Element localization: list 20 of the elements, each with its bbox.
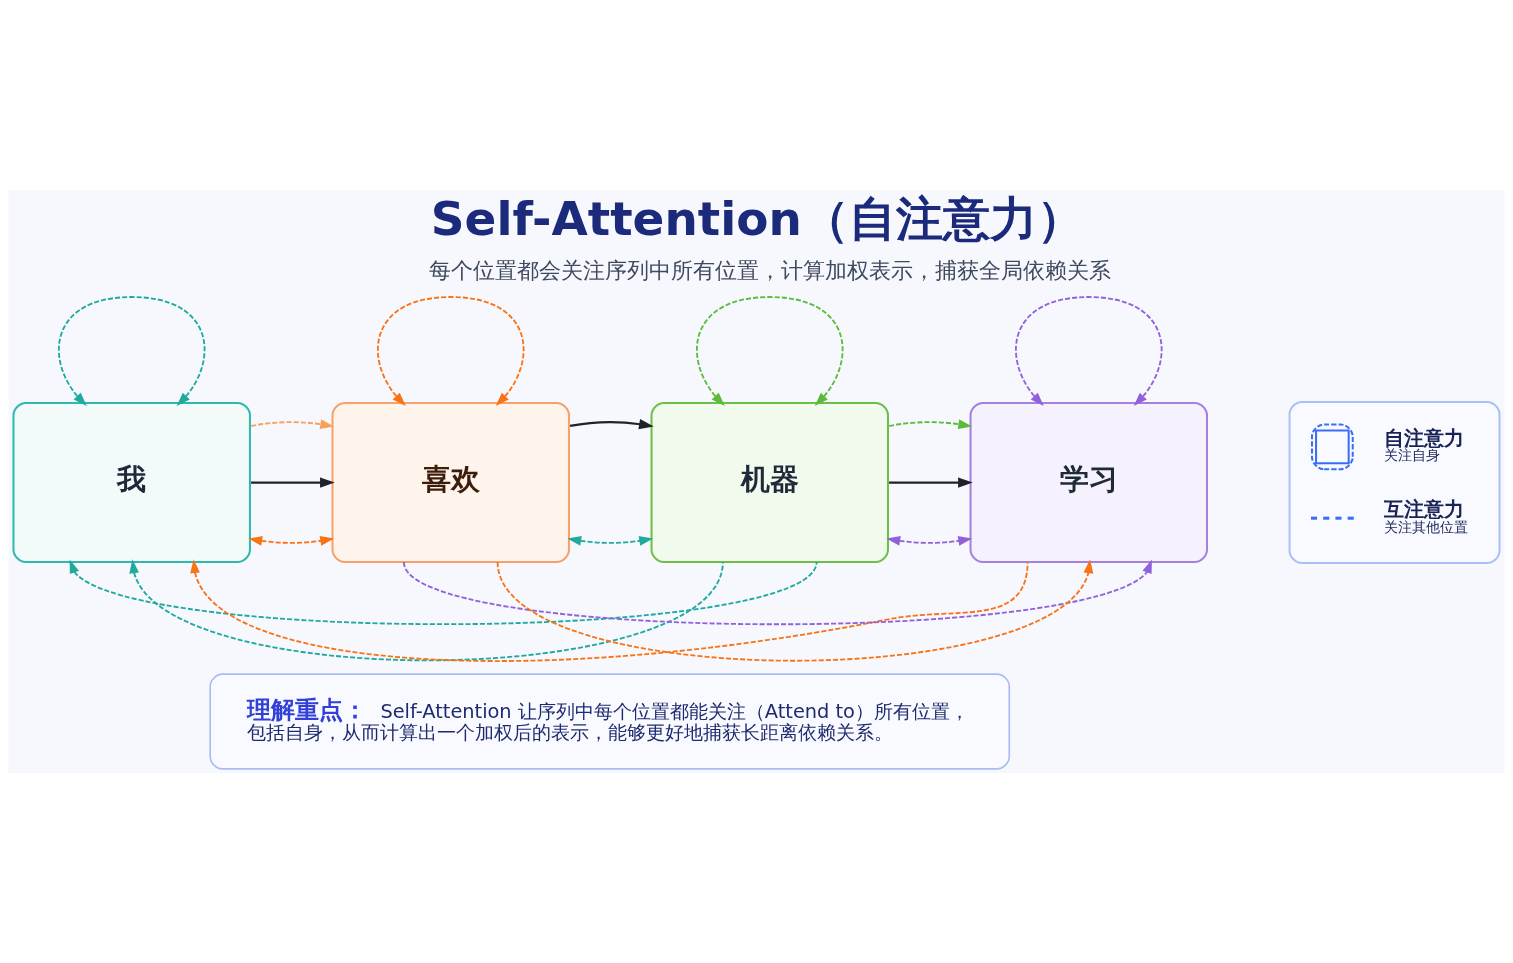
arrow bbox=[377, 296, 525, 407]
arrow bbox=[248, 536, 335, 546]
diagram-title: Self-Attention（自注意力） bbox=[430, 190, 1084, 246]
arrow bbox=[69, 559, 818, 625]
arrow bbox=[190, 559, 1029, 662]
arrow bbox=[886, 536, 973, 546]
arrow bbox=[58, 296, 206, 407]
arrow bbox=[129, 559, 724, 662]
arrow bbox=[251, 477, 335, 488]
arrow bbox=[569, 419, 654, 430]
arrow bbox=[567, 536, 654, 546]
arrow bbox=[250, 419, 335, 429]
label: 每个位置都会关注序列中所有位置，计算加权表示，捕获全局依赖关系 bbox=[428, 257, 1111, 284]
arrow bbox=[696, 296, 844, 407]
arrow bbox=[1015, 296, 1163, 407]
arrow bbox=[402, 559, 1152, 626]
arrow bbox=[889, 477, 973, 488]
node-box: 理解重点： Self-Attention 让序列中每个位置都能关注（Attend to）所有位置，包括自身，从而计算出一个加权后的表示，能够更好地捕获长距离依赖关系。 bbox=[209, 673, 1011, 770]
arrow bbox=[888, 419, 973, 429]
arrow bbox=[496, 559, 1094, 662]
